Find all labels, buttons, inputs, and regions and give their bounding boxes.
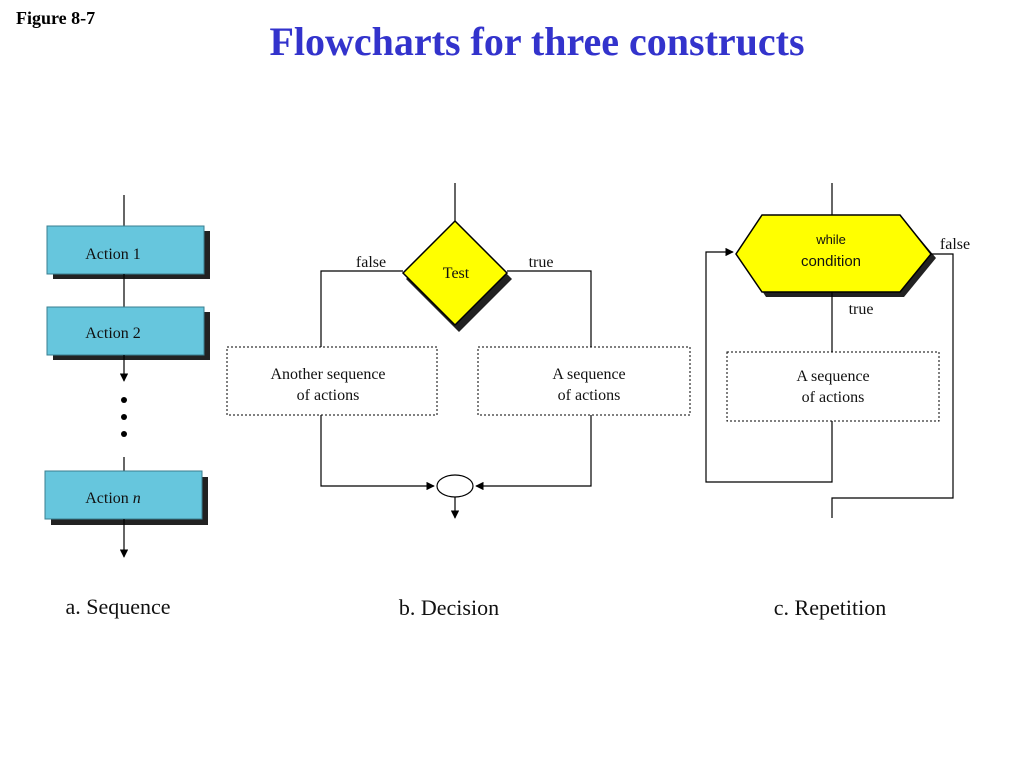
loop-body-line-2: of actions [802, 389, 865, 406]
true-branch-line [507, 270, 592, 347]
ellipsis-dots [121, 397, 127, 437]
condition-hexagon [735, 214, 932, 293]
figure-label: Figure 8-7 [16, 8, 96, 28]
repetition-flowchart: while condition true A sequence of actio… [705, 183, 970, 620]
action-2-label: Action 2 [85, 325, 141, 342]
merge-connector [436, 474, 474, 498]
action-1-box: Action 1 [46, 225, 210, 279]
repetition-true-label: true [849, 301, 874, 318]
decision-flowchart: Test false true Another sequence of acti… [226, 183, 691, 620]
while-label: while [815, 232, 846, 247]
page-title: Flowcharts for three constructs [269, 19, 805, 64]
action-n-label: Action n [85, 490, 141, 507]
decision-false-label: false [356, 254, 386, 271]
sequence-caption: a. Sequence [65, 594, 170, 619]
decision-caption: b. Decision [399, 595, 499, 620]
false-branch-line-1: Another sequence [270, 366, 385, 383]
condition-label: condition [801, 253, 861, 270]
action-n-box: Action n [44, 470, 208, 525]
merge-arrow-right [475, 415, 592, 491]
merge-arrow-left [320, 415, 435, 491]
false-branch-box: Another sequence of actions [226, 346, 438, 416]
false-branch-line-2: of actions [297, 387, 360, 404]
loop-back-arrow [705, 247, 833, 483]
sequence-flowchart: Action 1 Action 2 Action n a. Sequence [44, 195, 210, 619]
action-2-box: Action 2 [46, 306, 210, 360]
true-branch-line-2: of actions [558, 387, 621, 404]
repetition-false-label: false [940, 236, 970, 253]
false-branch-line [320, 270, 403, 347]
true-branch-box: A sequence of actions [477, 346, 691, 416]
test-label: Test [443, 265, 470, 282]
action-1-label: Action 1 [85, 246, 141, 263]
repetition-caption: c. Repetition [774, 595, 886, 620]
loop-body-line-1: A sequence [796, 368, 869, 385]
false-exit-line [831, 253, 954, 518]
loop-body-box: A sequence of actions [726, 351, 940, 422]
decision-true-label: true [529, 254, 554, 271]
decision-diamond [401, 219, 509, 327]
true-branch-line-1: A sequence [552, 366, 625, 383]
